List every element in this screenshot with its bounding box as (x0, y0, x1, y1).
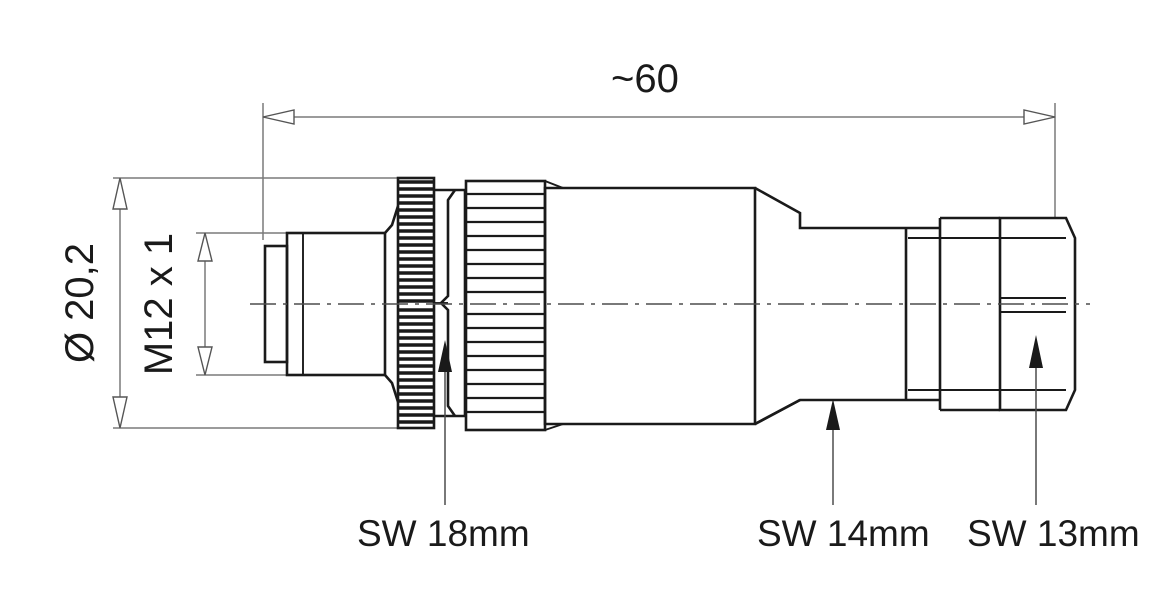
dimension-label-thread: M12 x 1 (137, 233, 181, 375)
dimension-thread (197, 232, 213, 376)
extension-lines-length (262, 103, 1056, 240)
extension-lines-diameter (113, 177, 420, 429)
dimension-overall-length (262, 109, 1056, 125)
dimension-label-overall-length: ~60 (611, 57, 679, 101)
callout-label-sw18: SW 18mm (357, 513, 530, 554)
dimension-outer-diameter (112, 177, 128, 429)
part-main-body (543, 180, 757, 431)
callout-leader-sw18 (438, 340, 452, 505)
dimension-label-outer-diameter: Ø 20,2 (58, 243, 102, 363)
part-knurled-grip-ring (464, 179, 547, 432)
callout-label-sw13: SW 13mm (967, 513, 1140, 554)
part-knurled-coupling-nut (396, 176, 436, 430)
callout-label-sw14: SW 14mm (757, 513, 930, 554)
part-shank (904, 216, 1000, 412)
part-gland-nut-sw13 (998, 216, 1077, 412)
part-hex-sw14 (754, 186, 940, 426)
part-hex-sw18 (433, 188, 467, 418)
callout-leader-sw14 (826, 399, 840, 505)
callout-leader-sw13 (1029, 335, 1043, 505)
